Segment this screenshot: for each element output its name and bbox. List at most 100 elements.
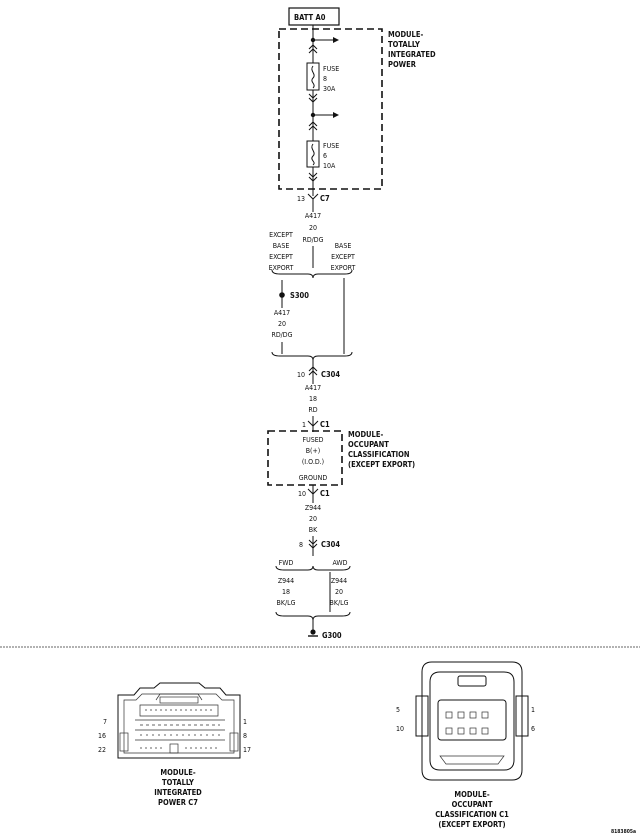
fuse-8-label-3: 30A bbox=[323, 85, 336, 93]
connector-c1-top-symbol-icon bbox=[307, 420, 319, 427]
connector-c1-top-name: C1 bbox=[320, 420, 330, 429]
variant-brace-top bbox=[271, 269, 353, 279]
wire-z944-left-2: 18 bbox=[282, 588, 290, 596]
connector-c7-caption-1: MODULE- bbox=[160, 768, 195, 777]
wire-z944-label-1: Z944 bbox=[305, 504, 321, 512]
connector-c7-pin-ml: 16 bbox=[98, 732, 106, 740]
arrowhead-icon bbox=[333, 37, 339, 43]
connector-c7-name: C7 bbox=[320, 194, 330, 203]
wire-a417b-label-3: RD/DG bbox=[271, 331, 292, 339]
connector-c1-pin-bl: 10 bbox=[396, 725, 404, 733]
connector-chevron-icon bbox=[308, 44, 318, 54]
wire-a417-18-label-2: 18 bbox=[309, 395, 317, 403]
wire-a417-label-1: A417 bbox=[305, 212, 321, 220]
fuse-8-label-1: FUSE bbox=[323, 65, 339, 73]
batt-source-box bbox=[288, 7, 340, 26]
connector-c1-bottom-pin: 10 bbox=[298, 490, 306, 498]
fuse-6-label-2: 6 bbox=[323, 152, 327, 160]
connector-chevron-icon bbox=[308, 121, 318, 131]
variant-left-3: EXCEPT bbox=[269, 253, 293, 261]
fuse-6-element-icon bbox=[311, 143, 315, 166]
occupant-inner-2: B(+) bbox=[306, 447, 321, 455]
variant-right-1: BASE bbox=[335, 242, 352, 250]
connector-c1-bottom-symbol-icon bbox=[307, 488, 319, 495]
splice-s300-dot bbox=[279, 292, 285, 298]
arrowhead-icon bbox=[333, 112, 339, 118]
connector-c7-pin-tl: 7 bbox=[103, 718, 107, 726]
connector-c1-top-pin: 1 bbox=[302, 421, 306, 429]
occupant-inner-3: (I.O.D.) bbox=[302, 458, 324, 466]
occupant-ground-label: GROUND bbox=[299, 474, 328, 482]
wire-z944-right-3: BK/LG bbox=[330, 599, 349, 607]
connector-c1-caption-4: (EXCEPT EXPORT) bbox=[438, 820, 505, 829]
connector-c7-caption-4: POWER C7 bbox=[158, 798, 198, 807]
wire-z944-right-2: 20 bbox=[335, 588, 343, 596]
connector-c7-pin-mr: 8 bbox=[243, 732, 247, 740]
variant-right-2: EXCEPT bbox=[331, 253, 355, 261]
connector-c7-caption-3: INTEGRATED bbox=[154, 788, 202, 797]
variant-left-1: EXCEPT bbox=[269, 231, 293, 239]
wire-a417-label-3: RD/DG bbox=[302, 236, 323, 244]
connector-c7-pin-br: 17 bbox=[243, 746, 251, 754]
occupant-inner-1: FUSED bbox=[302, 436, 323, 444]
wire-z944-left-3: BK/LG bbox=[277, 599, 296, 607]
connector-chevron-icon bbox=[308, 172, 318, 182]
tipm-label-3: INTEGRATED bbox=[388, 50, 436, 59]
fuse-6-label-1: FUSE bbox=[323, 142, 339, 150]
connector-c304-top-name: C304 bbox=[321, 370, 340, 379]
connector-c1-caption-2: OCCUPANT bbox=[452, 800, 493, 809]
fuse-6-label-3: 10A bbox=[323, 162, 336, 170]
occupant-label-3: CLASSIFICATION bbox=[348, 450, 410, 459]
connector-c1-pin-tl: 5 bbox=[396, 706, 400, 714]
connector-chevron-icon bbox=[308, 366, 318, 376]
connector-c304-bottom-name: C304 bbox=[321, 540, 340, 549]
wire-z944-label-3: BK bbox=[309, 526, 318, 534]
connector-c1-pin-tr: 1 bbox=[531, 706, 535, 714]
variant-awd-label: AWD bbox=[332, 559, 347, 567]
tipm-module-box bbox=[278, 28, 383, 190]
variant-left-4: EXPORT bbox=[269, 264, 294, 272]
fuse-8-body bbox=[306, 62, 320, 91]
fuse-6-body bbox=[306, 140, 320, 168]
connector-c304-top-pin: 10 bbox=[297, 371, 305, 379]
occupant-label-1: MODULE- bbox=[348, 430, 383, 439]
wire-a417-18-label-1: A417 bbox=[305, 384, 321, 392]
connector-c7-pin-bl: 22 bbox=[98, 746, 106, 754]
wire-z944-right-1: Z944 bbox=[331, 577, 347, 585]
connector-c1-bottom-name: C1 bbox=[320, 489, 330, 498]
wire-a417b-label-1: A417 bbox=[274, 309, 290, 317]
wire-a417-18-label-3: RD bbox=[308, 406, 317, 414]
ground-g300-dot bbox=[310, 629, 316, 635]
fuse-8-element-icon bbox=[311, 65, 315, 89]
variant-brace-fwd-awd-top bbox=[275, 565, 351, 571]
variant-right-3: EXPORT bbox=[331, 264, 356, 272]
connector-c7-caption-2: TOTALLY bbox=[162, 778, 194, 787]
figure-id: 8183805a bbox=[611, 829, 636, 835]
wire-z944-label-2: 20 bbox=[309, 515, 317, 523]
occupant-module-box bbox=[267, 430, 343, 486]
connector-chevron-icon bbox=[308, 93, 318, 103]
connector-c7-pin: 13 bbox=[297, 195, 305, 203]
connector-c7-face-view bbox=[117, 682, 241, 759]
connector-chevron-icon bbox=[308, 539, 318, 549]
occupant-label-2: OCCUPANT bbox=[348, 440, 389, 449]
wire-a417-label-2: 20 bbox=[309, 224, 317, 232]
connector-c304-bottom-pin: 8 bbox=[299, 541, 303, 549]
batt-source-label: BATT A0 bbox=[294, 13, 326, 22]
connector-c7-pin-tr: 1 bbox=[243, 718, 247, 726]
variant-left-2: BASE bbox=[273, 242, 290, 250]
fuse-8-label-2: 8 bbox=[323, 75, 327, 83]
occupant-label-4: (EXCEPT EXPORT) bbox=[348, 460, 415, 469]
variant-brace-bottom bbox=[271, 351, 353, 361]
ground-g300-label: G300 bbox=[322, 631, 342, 640]
connector-c1-caption-1: MODULE- bbox=[454, 790, 489, 799]
connector-c1-caption-3: CLASSIFICATION C1 bbox=[435, 810, 509, 819]
connector-c1-pin-br: 6 bbox=[531, 725, 535, 733]
tipm-label-4: POWER bbox=[388, 60, 417, 69]
tipm-label-2: TOTALLY bbox=[388, 40, 420, 49]
wire-z944-left-1: Z944 bbox=[278, 577, 294, 585]
wire-a417b-label-2: 20 bbox=[278, 320, 286, 328]
splice-s300-label: S300 bbox=[290, 291, 309, 300]
tipm-label-1: MODULE- bbox=[388, 30, 423, 39]
